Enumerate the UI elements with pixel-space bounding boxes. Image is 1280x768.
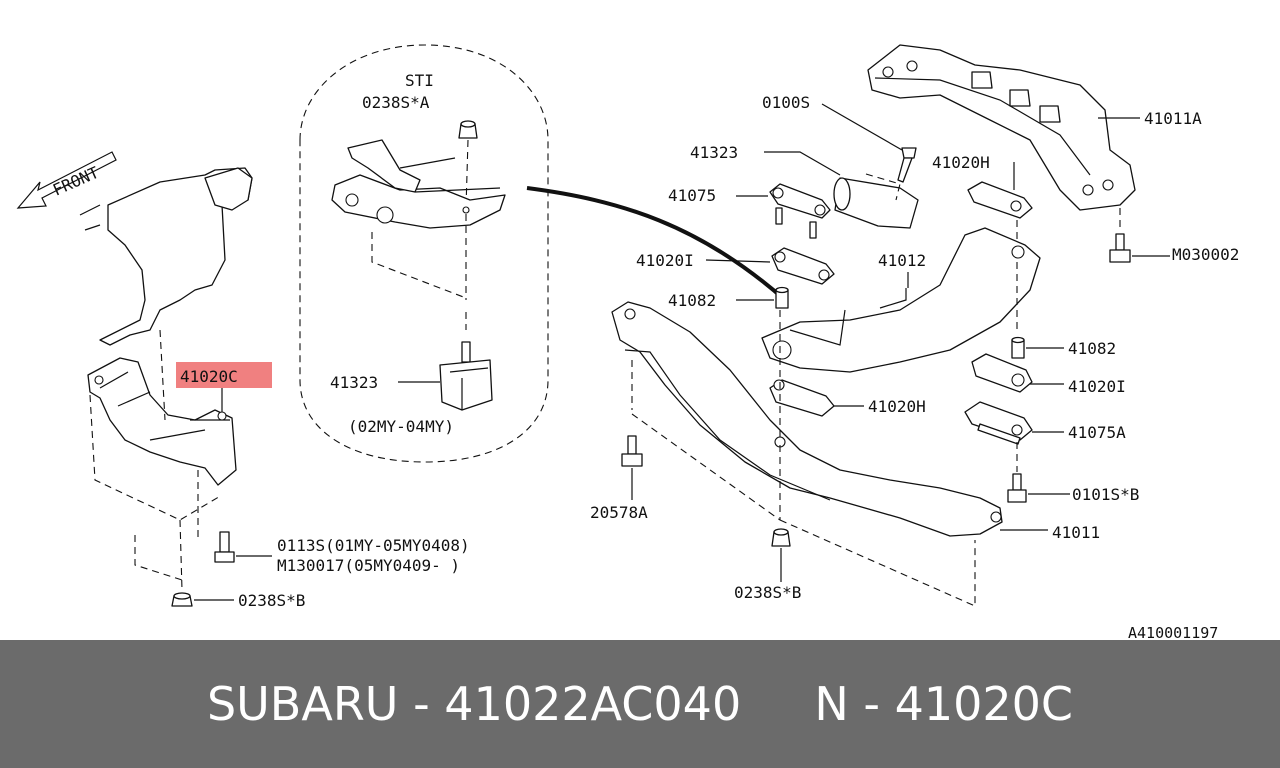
label-41075a[interactable]: 41075A xyxy=(1068,423,1126,442)
footer-bar: SUBARU - 41022AC040 N - 41020C xyxy=(0,640,1280,768)
crossmember-41011a-drawing xyxy=(867,44,1136,211)
bolt-0100s-icon xyxy=(897,147,917,183)
label-0238sb-left[interactable]: 0238S*B xyxy=(238,591,305,610)
pad-41020h-top-drawing xyxy=(967,181,1033,219)
parts-diagram: FRONT 41020C 0113S(01MY-05MY0408) M13001… xyxy=(16,44,1239,640)
label-41012[interactable]: 41012 xyxy=(878,251,926,270)
label-41075[interactable]: 41075 xyxy=(668,186,716,205)
bracket-41075-drawing xyxy=(769,183,831,239)
mount-41323-inset-drawing xyxy=(439,341,493,411)
part-41020c-highlight xyxy=(176,362,272,388)
label-41323[interactable]: 41323 xyxy=(690,143,738,162)
footer-part-number: SUBARU - 41022AC040 xyxy=(206,677,742,731)
bolt-0101sb-icon xyxy=(1007,473,1027,503)
crossmember-41011-drawing xyxy=(611,301,1003,537)
bolt-0113s-icon xyxy=(214,531,235,563)
label-41020h-mid[interactable]: 41020H xyxy=(868,397,926,416)
inset-connector xyxy=(526,186,787,302)
drawing-id: A410001197 xyxy=(1128,624,1218,640)
label-m130017[interactable]: M130017(05MY0409- ) xyxy=(277,556,460,575)
footer-callout: N - 41020C xyxy=(814,677,1074,731)
label-0113s[interactable]: 0113S(01MY-05MY0408) xyxy=(277,536,470,555)
label-41082-left[interactable]: 41082 xyxy=(668,291,716,310)
spacer-41082-left-icon xyxy=(775,286,789,309)
mount-41020c-drawing xyxy=(87,357,237,486)
bolt-m030002-icon xyxy=(1109,233,1131,263)
label-0101sb[interactable]: 0101S*B xyxy=(1072,485,1139,504)
label-20578a[interactable]: 20578A xyxy=(590,503,648,522)
transmission-housing-drawing xyxy=(79,167,253,346)
bracket-41075a-drawing xyxy=(964,401,1033,445)
label-inset-years[interactable]: (02MY-04MY) xyxy=(348,417,454,436)
label-0238sa[interactable]: 0238S*A xyxy=(362,93,430,112)
bolt-20578a-icon xyxy=(621,435,643,467)
label-m030002[interactable]: M030002 xyxy=(1172,245,1239,264)
spacer-41082-right-icon xyxy=(1011,336,1025,359)
label-41011[interactable]: 41011 xyxy=(1052,523,1100,542)
label-41020i-left[interactable]: 41020I xyxy=(636,251,694,270)
sti-inset-outline xyxy=(299,44,549,463)
mount-41323-drawing xyxy=(833,173,919,229)
label-41020c[interactable]: 41020C xyxy=(180,367,238,386)
front-label: FRONT xyxy=(50,163,102,200)
label-0238sb-bottom[interactable]: 0238S*B xyxy=(734,583,801,602)
crossmember-41012-drawing xyxy=(761,227,1041,373)
pad-41020i-left-drawing xyxy=(771,247,835,285)
nut-0238sb-bottom-icon xyxy=(771,528,791,547)
label-41011a[interactable]: 41011A xyxy=(1144,109,1202,128)
sti-bracket-drawing xyxy=(331,139,506,229)
label-41323-inset[interactable]: 41323 xyxy=(330,373,378,392)
label-0100s[interactable]: 0100S xyxy=(762,93,810,112)
nut-0238sa-icon xyxy=(458,120,478,139)
front-arrow-icon xyxy=(16,151,117,209)
label-41020h-top[interactable]: 41020H xyxy=(932,153,990,172)
label-41082-right[interactable]: 41082 xyxy=(1068,339,1116,358)
nut-0238sb-left-icon xyxy=(171,592,193,607)
label-sti[interactable]: STI xyxy=(405,71,434,90)
pad-41020i-right-drawing xyxy=(971,353,1033,393)
label-41020i-right[interactable]: 41020I xyxy=(1068,377,1126,396)
